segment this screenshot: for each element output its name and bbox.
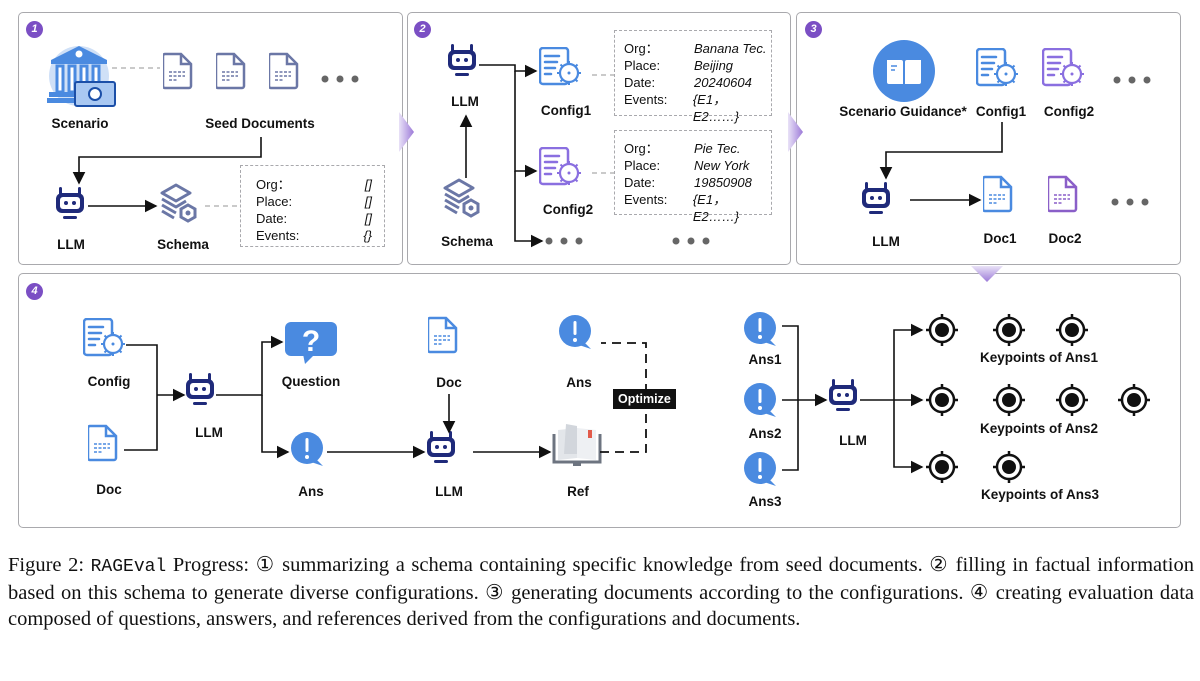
doc-label: Doc: [96, 482, 122, 497]
doc-label: Doc: [436, 375, 462, 390]
llm-label: LLM: [435, 484, 463, 499]
arrow-llm-to-config2: [514, 71, 538, 178]
step-badge-1: 1: [26, 21, 43, 38]
step-badge-4: 4: [26, 283, 43, 300]
llm-label: LLM: [839, 433, 867, 448]
line-doc-to-llm: [124, 396, 158, 451]
transition-arrow-2-3: [788, 112, 803, 152]
caption-prefix: Figure 2:: [8, 554, 91, 576]
ans-label: Ans: [566, 375, 592, 390]
schema-label: Schema: [441, 234, 493, 249]
question-bubble-icon: ?: [285, 322, 337, 364]
ans1-label: Ans1: [748, 352, 782, 367]
ans2-label: Ans2: [748, 426, 782, 441]
config1-values-box: Org：Banana Tec. Place:Beijing Date:20240…: [614, 30, 772, 124]
config-label: Config: [87, 374, 131, 389]
figure-caption: Figure 2: RAGEval Progress: ① summarizin…: [8, 552, 1194, 632]
question-label: Question: [281, 374, 341, 389]
ans-label: Ans: [298, 484, 324, 499]
line-config-to-llm: [126, 344, 158, 396]
bank-scenario-icon: [47, 46, 116, 107]
connector-lines: [72, 64, 1003, 474]
panel-step-4: [18, 273, 1181, 528]
ellipsis-icon: [545, 237, 583, 245]
arrow-seed-to-llm: [72, 137, 262, 185]
ans3-label: Ans3: [748, 494, 782, 509]
ellipsis-icon: [1113, 76, 1151, 84]
keypoints-ans3-label: Keypoints of Ans3: [980, 487, 1100, 502]
keypoints-ans1-label: Keypoints of Ans1: [979, 350, 1099, 365]
step-badge-3: 3: [805, 21, 822, 38]
ref-label: Ref: [567, 484, 589, 499]
keypoints-ans2-label: Keypoints of Ans2: [979, 421, 1099, 436]
config1-label: Config1: [540, 103, 592, 118]
arrow-llm-to-kp1: [860, 323, 924, 401]
arrow-llm-to-ans: [261, 395, 290, 459]
caption-text: Progress: ① summarizing a schema contain…: [8, 554, 1195, 630]
optimize-loop: [600, 342, 647, 453]
reference-book-icon: [552, 424, 602, 466]
llm-label: LLM: [451, 94, 479, 109]
arrow-llm-to-kp3: [893, 400, 924, 474]
ellipsis-icon: [321, 75, 359, 83]
schema-label: Schema: [157, 237, 209, 252]
svg-text:?: ?: [302, 325, 320, 358]
doc1-label: Doc1: [983, 231, 1017, 246]
ellipsis-icon: [672, 237, 710, 245]
transition-arrow-1-2: [399, 112, 414, 152]
panel-step-3: [796, 12, 1181, 265]
caption-system-name: RAGEval: [90, 557, 167, 577]
schema-template-box: Org：[] Place:[] Date:[] Events:{}: [240, 165, 385, 247]
config2-values-box: Org：Pie Tec. Place:New York Date:1985090…: [614, 130, 772, 224]
scenario-guidance-label: Scenario Guidance*: [839, 104, 967, 119]
llm-label: LLM: [195, 425, 223, 440]
arrow-llm-to-config1: [479, 64, 538, 78]
line-ans1-to-llm: [782, 325, 799, 471]
optimize-tag: Optimize: [613, 389, 676, 409]
transition-arrow-3-4: [971, 266, 1003, 282]
scenario-label: Scenario: [51, 116, 109, 131]
arrow-config-to-llm: [879, 122, 1003, 180]
llm-label: LLM: [57, 237, 85, 252]
guidance-book-icon: [873, 40, 935, 102]
doc2-label: Doc2: [1048, 231, 1082, 246]
arrow-llm-to-question: [216, 335, 284, 396]
arrow-llm-to-more: [514, 171, 544, 248]
config2-label: Config2: [1043, 104, 1095, 119]
step-badge-2: 2: [414, 21, 431, 38]
config1-label: Config1: [975, 104, 1027, 119]
ellipsis-icon: [1111, 198, 1149, 206]
llm-label: LLM: [872, 234, 900, 249]
config2-label: Config2: [542, 202, 594, 217]
seed-documents-label: Seed Documents: [205, 116, 315, 131]
